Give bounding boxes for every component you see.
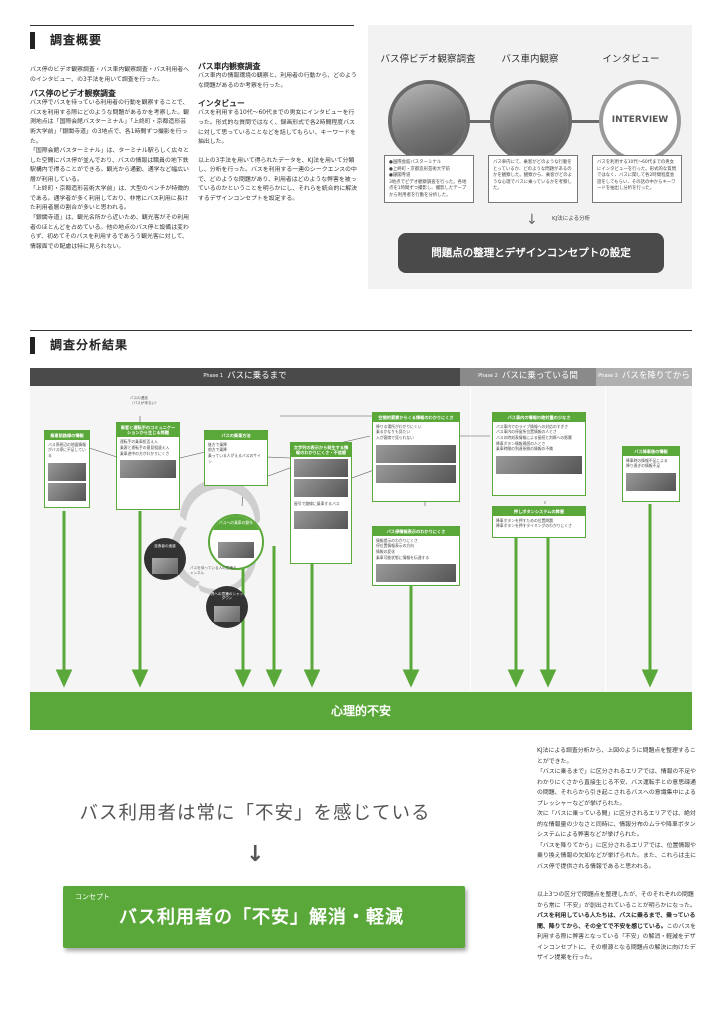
photo [376,444,456,463]
video-p4: 「銀閣寺道」は、観光名所から近いため、観光客がその利用者のほとんどを占めている。… [30,215,190,250]
concept-setting-bar: 問題点の整理とデザインコンセプトの設定 [398,233,664,273]
concept-box: コンセプト バス利用者の「不安」解消・軽減 [63,886,465,948]
summary-p2: 「バスに乗るまで」に区分されるエリアでは、情報の不足やわかりにくさから直接生じる… [537,769,697,807]
down-arrow-icon: ↓ [246,842,265,867]
box-onboard-info-shortage: バス車内の情報の絶対量の少なさ バス車内でのライブ情報への対応のすぎさ バス車内… [492,412,586,496]
photo [294,511,348,530]
note-bus-delay: バスの遅延 （バスが来ない） [130,396,159,406]
bus-stop-photo [388,80,470,162]
photo [218,542,254,558]
down-arrow-icon: ↓ [526,212,538,228]
summary-p5-end: このバスを利用する際に弊害となっている「不安」の解消・軽減をデザインコンセプトに… [537,923,697,962]
text-column-middle: バス車内観察調査 バス車内の情報環境の観察と、利用者の行動から、どのような問題が… [198,62,360,204]
summary-text: KJ法による調査分析から、上図のように問題点を整理することができた。 「バスに乗… [537,746,697,872]
header-bar [30,32,35,49]
method-desc-video: ●国際会館バスターミナル ●上終町・京都造形芸術大学前 ●銀閣寺道 3地点でビデ… [384,155,474,203]
interview-circle: INTERVIEW [599,80,681,162]
analysis-diagram: バスの遅延 （バスが来ない） 乗車前路線の情報 バス停周辺の地図情報がバス停に不… [30,386,692,692]
interview-p1: バスを利用する10代〜60代までの男女にインタビューを行った。形式的な質問ではな… [198,110,356,146]
connector-line [568,120,604,123]
summary-text-conclusion: 以上3つの区分で問題点を整理したが、そのそれぞれの問題から常に「不安」が創出され… [537,890,697,964]
kj-label: KJ法による分析 [552,216,591,222]
phase-2-bar: Phase 2 バスに乗っている間 [460,368,596,386]
box-route-info: 乗車前路線の情報 バス停周辺の地図情報がバス停に不足している [44,430,90,508]
box-after-alighting: バス降車後の情報 降車時の情報不足による 降り過ぎの情報不足 [622,446,680,502]
methods-panel: バス停ビデオ観察調査 バス車内観察 インタビュー INTERVIEW ●国際会館… [368,25,692,289]
box-spatial-confusion: 空間的要素からくる情報のわかりにくさ 降りる場所がわかりにくい 乗るかなりも見た… [372,412,460,502]
box-pushbutton-issue: 押しボタンシステムの弊害 降車ボタンを押すための位置問題 降車ボタンを押すタイミ… [492,506,586,538]
phase-divider [470,386,471,692]
circle-shutdown: 外界への意識のシャットダウン [206,586,248,628]
inside-heading: バス車内観察調査 [198,62,261,71]
photo [376,564,456,583]
photo [48,482,86,501]
summary-p5-bold: バスを利用している人たちは、バスに乗るまで、乗っている間、降りてから、その全てで… [537,913,696,930]
header-bar [30,337,35,354]
text-column-left: バス停のビデオ観察調査・バス車内観察調査・バス利用者へのインタビュー、の3手法を… [30,66,190,252]
photo [214,606,240,622]
photo [294,479,348,498]
method-label-inside: バス車内観察 [501,54,559,65]
inside-text: バス車内の情報環境の観察と、利用者の行動から、どのような問題があるのか考察を行っ… [198,73,357,89]
photo [152,558,178,574]
summary-p5: 以上3つの区分で問題点を整理したが、そのそれぞれの問題から常に「不安」が創出され… [537,892,696,909]
intro-text: バス停のビデオ観察調査・バス車内観察調査・バス利用者へのインタビュー、の3手法を… [30,67,190,83]
connector-line [468,120,498,123]
video-p2: 「国際会館バスターミナル」は、ターミナル駅らしく広々とした空間にバス停が並んでお… [30,148,190,183]
section-title: 調査概要 [50,33,103,47]
photo [48,462,86,481]
section-title: 調査分析結果 [50,338,129,352]
circle-boarding-action: バスへの乗車の動作 [208,514,264,570]
photo [376,464,456,483]
photo [496,456,582,475]
photo [626,473,676,492]
section-header-results: 調査分析結果 [30,330,692,360]
psychological-anxiety-bar: 心理的不安 [30,692,692,730]
bus-interior-photo [490,80,572,162]
photo [120,460,176,479]
concept-text: バス利用者の「不安」解消・軽減 [119,907,404,928]
video-heading: バス停のビデオ観察調査 [30,89,116,99]
box-text-display-confusion: 文字列の表示から発生する情報のわかりにくさ・不信感 屋号で路線に乗車するバス [290,442,352,564]
interview-heading: インタビュー [198,99,245,109]
phase-3-bar: Phase 3 バスを降りてから [596,368,692,386]
note-waiting-channel: バスを待っている人の意識チャンネル [190,566,237,576]
concept-label: コンセプト [75,893,110,901]
circle-occupant-nuisance: 定食者の迷惑 [144,538,186,580]
box-driver-communication: 乗客と運転手のコミュニケーションから生じる問題 運転手の乗車拒否え入 乗客と運転… [116,422,180,510]
phase-1-bar: Phase 1 バスに乗るまで [30,368,460,386]
method-desc-interview: バスを利用する10代〜60代までの男女にインタビューを行った。形式的な質問ではな… [592,155,682,203]
box-busstop-info-confusion: バス停情報表示のわかりにくさ 情報提示のわかりにくさ 停位置情報表示の方向 情報… [372,526,460,586]
method-label-video: バス停ビデオ観察調査 [380,54,476,65]
headline: バス利用者は常に「不安」を感じている [79,803,431,824]
interview-circle-text: INTERVIEW [611,115,669,126]
photo [294,459,348,478]
method-desc-inside: バス車内にて、乗客がどのような行動をとっているか、どのような問題があるのかを観察… [488,155,578,203]
summary-p1: KJ法による調査分析から、上図のように問題点を整理することができた。 [537,748,696,765]
phase-divider [605,386,606,692]
box-boarding-method: バスの乗車方法 後方で乗降 前方で乗降 乗っている人がえるバスのサイン [204,430,268,486]
video-p3: 「上終町・京都造形芸術大学前」は、大型のベンチが特徴的である。通学者が多く利用し… [30,186,190,212]
section-header-overview: 調査概要 [30,25,354,55]
video-p1: バス停でバスを待っている利用者の行動を観察することで、バスを利用する際にどのよう… [30,100,190,145]
summary-p4: 「バスを降りてから」に区分されるエリアでは、位置情報や乗り換え情報の欠如などが挙… [537,842,697,870]
summary-p3: 次に「バスに乗っている間」に区分されるエリアでは、絶対的な情報量の少なさと同時に… [537,811,696,838]
method-label-interview: インタビュー [602,54,660,65]
interview-p2: 以上の3手法を用いて得られたデータを、KJ法を用いて分類し、分析を行った。バスを… [198,157,358,202]
